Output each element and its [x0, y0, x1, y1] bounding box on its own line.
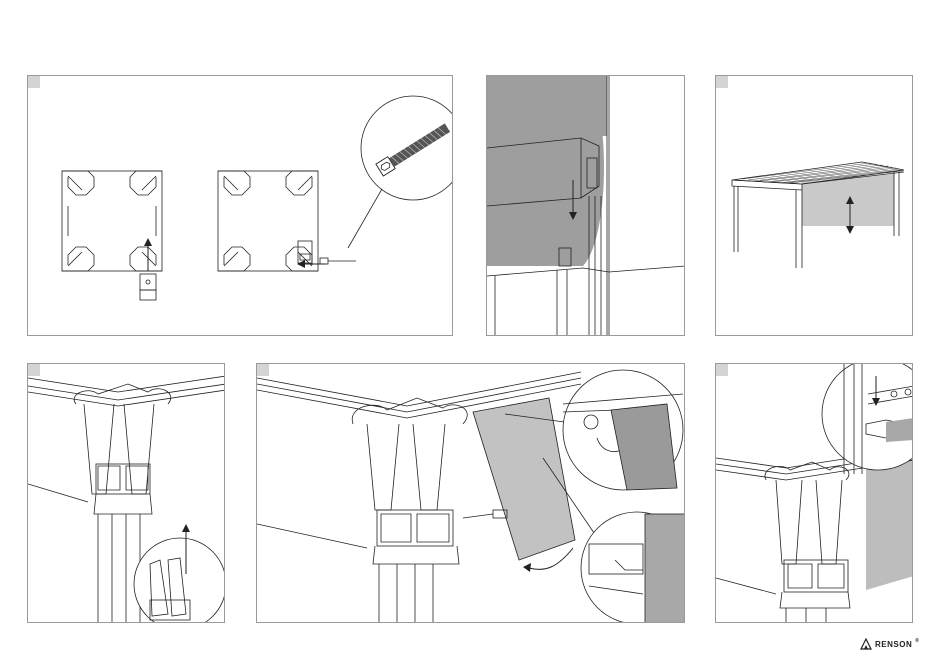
- corner-joint-drawing: [28, 364, 225, 623]
- clip-piece: [140, 274, 156, 300]
- final-corner-drawing: [716, 364, 913, 623]
- pergola-drawing: [716, 76, 913, 336]
- cassette-drawing: [487, 76, 685, 336]
- profile-section-left: [62, 171, 162, 271]
- arrow-up-icon: [144, 238, 152, 271]
- panel-cassette: [486, 75, 685, 336]
- arrow-left-icon: [297, 260, 326, 268]
- panel-corner-joint: [27, 363, 225, 623]
- profile-sections-drawing: [28, 76, 453, 336]
- brand-logo: RENSON®: [860, 638, 919, 650]
- screw-icon: [376, 122, 451, 176]
- panel-profile-sections: [27, 75, 453, 336]
- screen-install-drawing: [257, 364, 685, 623]
- panel-final-corner: [715, 363, 913, 623]
- renson-logo-icon: [860, 638, 872, 650]
- profile-section-right: [218, 171, 318, 271]
- zoom-circle-detail: [822, 364, 913, 470]
- brand-name: RENSON: [875, 640, 912, 649]
- brand-registered-mark: ®: [915, 638, 919, 644]
- panel-pergola-overview: [715, 75, 913, 336]
- panel-screen-install: [256, 363, 685, 623]
